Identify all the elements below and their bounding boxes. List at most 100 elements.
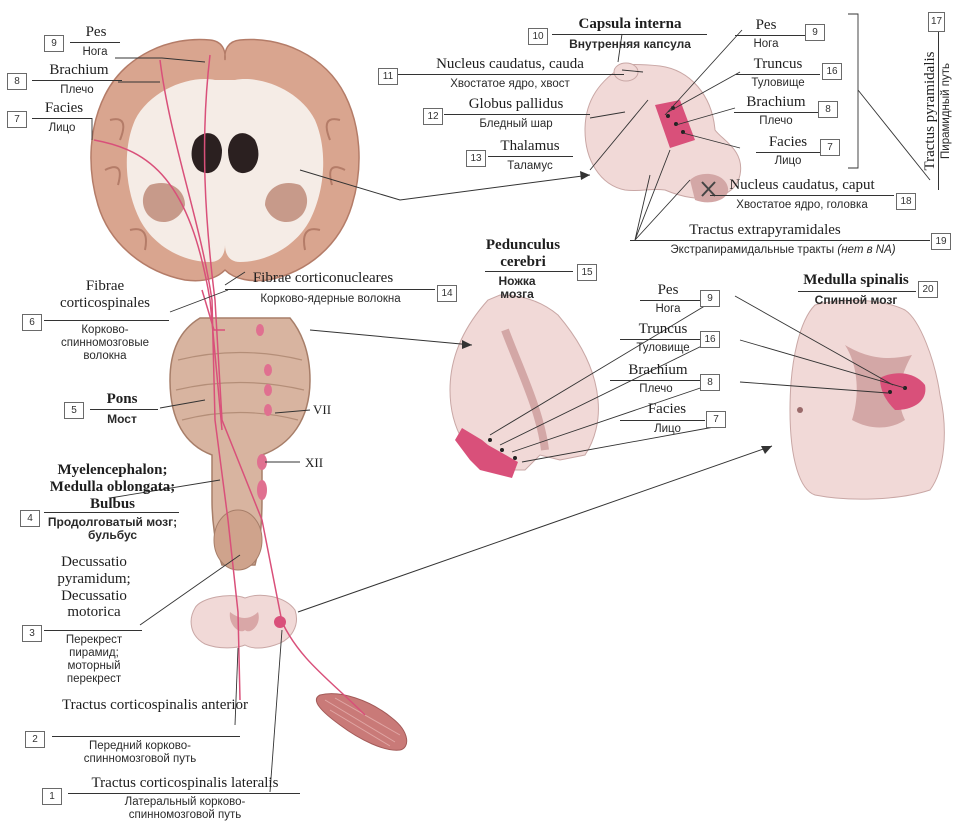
label-rule <box>798 291 916 292</box>
label-facies-right-lat: Facies <box>758 134 818 151</box>
label-myelencephalon-lat: Myelencephalon; Medulla oblongata; Bulbu… <box>45 462 180 512</box>
label-pedunculus-rus: Ножка мозга <box>492 275 542 302</box>
label-number-nucleus-caput: 18 <box>896 193 916 210</box>
label-number-nucleus-cauda: 11 <box>378 68 398 85</box>
label-brachium-left-rus: Плечо <box>32 84 122 97</box>
label-number-capsula-interna: 10 <box>528 28 548 45</box>
label-fibrae-corticonucleares-rus: Корково-ядерные волокна <box>228 293 433 306</box>
label-tractus-extrapyramidales-rus: Экстрапирамидальные тракты (нет в NA) <box>633 244 933 257</box>
label-tractus-lateralis-rus: Латеральный корково-спинномозговой путь <box>100 796 270 822</box>
label-rule <box>610 380 700 381</box>
label-medulla-spinalis-rus: Спинной мозг <box>796 294 916 307</box>
label-rule <box>640 300 700 301</box>
label-tractus-extrapyramidales-lat: Tractus extrapyramidales <box>660 222 870 239</box>
label-number-fibrae-corticospinales: 6 <box>22 314 42 331</box>
label-rule <box>735 35 805 36</box>
label-number-pedunculus: 15 <box>577 264 597 281</box>
label-rule <box>620 339 700 340</box>
label-number-truncus-right: 16 <box>822 63 842 80</box>
label-myelencephalon-rus: Продолговатый мозг; бульбус <box>45 516 180 543</box>
label-number-globus-pallidus: 12 <box>423 108 443 125</box>
label-cranial-nerve-vii: VII <box>313 402 331 418</box>
label-globus-pallidus-lat: Globus pallidus <box>446 96 586 113</box>
medulla-spinalis-section <box>790 300 944 499</box>
spinal-cord-section-lower <box>191 595 296 648</box>
label-rule <box>620 420 705 421</box>
label-number-medulla-spinalis: 20 <box>918 281 938 298</box>
label-medulla-spinalis-lat: Medulla spinalis <box>796 272 916 289</box>
label-thalamus-lat: Thalamus <box>490 138 570 155</box>
label-capsula-interna-rus: Внутренняя капсула <box>555 38 705 51</box>
label-globus-pallidus-rus: Бледный шар <box>446 118 586 131</box>
label-rule <box>52 736 240 737</box>
label-decussatio-lat: Decussatio pyramidum; Decussatio motoric… <box>44 554 144 621</box>
label-facies-mid-rus: Лицо <box>640 423 695 436</box>
label-number-truncus-mid: 16 <box>700 331 720 348</box>
label-pes-left-lat: Pes <box>74 24 118 41</box>
label-facies-left-lat: Facies <box>34 100 94 117</box>
label-rule <box>44 512 179 513</box>
label-rule <box>630 240 930 241</box>
label-brachium-right-rus: Плечо <box>736 115 816 128</box>
label-number-fibrae-corticonucleares: 14 <box>437 285 457 302</box>
label-rule <box>70 42 120 43</box>
label-truncus-mid-rus: Туловище <box>626 342 700 355</box>
label-truncus-mid-lat: Truncus <box>628 321 698 338</box>
label-rule <box>90 409 158 410</box>
label-rule <box>68 793 300 794</box>
label-nucleus-cauda-rus: Хвостатое ядро, хвост <box>410 78 610 91</box>
label-cranial-nerve-xii: XII <box>305 455 323 471</box>
label-rule <box>756 152 820 153</box>
label-number-myelencephalon: 4 <box>20 510 40 527</box>
label-rule <box>485 271 573 272</box>
brainstem <box>170 318 310 570</box>
label-truncus-right-rus: Туловище <box>738 77 818 90</box>
label-nucleus-caput-rus: Хвостатое ядро, головка <box>712 199 892 212</box>
label-fibrae-corticonucleares-lat: Fibrae corticonucleares <box>228 270 418 287</box>
label-nucleus-caput-lat: Nucleus caudatus, caput <box>712 177 892 194</box>
label-capsula-interna-lat: Capsula interna <box>555 16 705 33</box>
label-rule <box>552 34 707 35</box>
label-rule <box>444 114 590 115</box>
label-rule <box>710 195 894 196</box>
label-number-pes-left: 9 <box>44 35 64 52</box>
label-decussatio-rus: Перекрест пирамид; моторный перекрест <box>44 634 144 686</box>
label-pons-rus: Мост <box>92 413 152 426</box>
label-rule <box>488 156 573 157</box>
label-truncus-right-lat: Truncus <box>738 56 818 73</box>
label-brachium-right-lat: Brachium <box>736 94 816 111</box>
label-thalamus-rus: Таламус <box>490 160 570 173</box>
label-tractus-pyramidalis: Tractus pyramidalis Пирамидный путь <box>922 32 954 190</box>
label-number-facies-mid: 7 <box>706 411 726 428</box>
label-tractus-anterior-rus: Передний корково-спинномозговой путь <box>60 740 220 766</box>
label-number-pons: 5 <box>64 402 84 419</box>
label-pes-left-rus: Нога <box>70 46 120 59</box>
pedunculus-section <box>450 295 598 478</box>
label-rule <box>225 289 435 290</box>
label-pedunculus-lat: Pedunculus cerebri <box>478 237 568 271</box>
label-pes-right-lat: Pes <box>736 17 796 34</box>
label-pes-mid-lat: Pes <box>648 282 688 299</box>
label-number-tractus-anterior: 2 <box>25 731 45 748</box>
label-brachium-mid-rus: Плечо <box>626 383 686 396</box>
label-rule <box>32 80 122 81</box>
label-pons-lat: Pons <box>92 391 152 408</box>
label-number-facies-right: 7 <box>820 139 840 156</box>
label-nucleus-cauda-lat: Nucleus caudatus, cauda <box>400 56 620 73</box>
label-number-pes-mid: 9 <box>700 290 720 307</box>
label-pes-right-rus: Нога <box>736 38 796 51</box>
label-rule <box>44 630 142 631</box>
label-pes-mid-rus: Нога <box>648 303 688 316</box>
label-number-facies-left: 7 <box>7 111 27 128</box>
label-tractus-lateralis-lat: Tractus corticospinalis lateralis <box>70 775 300 792</box>
label-tractus-pyramidalis-lat: Tractus pyramidalis <box>922 32 938 190</box>
label-facies-mid-lat: Facies <box>632 401 702 418</box>
label-facies-left-rus: Лицо <box>32 122 92 135</box>
brain-coronal-section <box>91 39 359 280</box>
label-number-brachium-left: 8 <box>7 73 27 90</box>
label-number-tractus-pyramidalis: 17 <box>928 12 945 32</box>
label-rule <box>44 320 169 321</box>
label-number-pes-right: 9 <box>805 24 825 41</box>
label-fibrae-corticospinales-lat: Fibrae corticospinales <box>45 278 165 312</box>
